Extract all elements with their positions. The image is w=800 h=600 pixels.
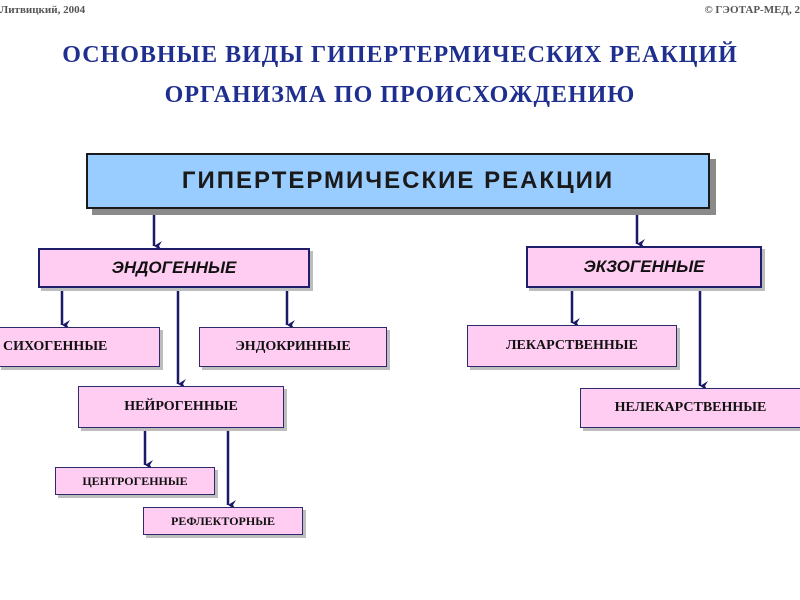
author-note: Литвицкий, 2004	[0, 4, 86, 16]
node-nonmedicinal: НЕЛЕКАРСТВЕННЫЕ	[580, 388, 800, 428]
node-psychogenic: СИХОГЕННЫЕ	[0, 327, 160, 367]
slide-title-line-2: ОРГАНИЗМА ПО ПРОИСХОЖДЕНИЮ	[164, 82, 636, 108]
node-medicinal: ЛЕКАРСТВЕННЫЕ	[467, 325, 677, 367]
slide-title-line-1: ОСНОВНЫЕ ВИДЫ ГИПЕРТЕРМИЧЕСКИХ РЕАКЦИЙ	[62, 42, 738, 68]
node-reflex: РЕФЛЕКТОРНЫЕ	[143, 507, 303, 535]
node-exogenous: ЭКЗОГЕННЫЕ	[526, 246, 762, 288]
copyright-note: © ГЭОТАР-МЕД, 2	[704, 4, 800, 16]
node-endogenous: ЭНДОГЕННЫЕ	[38, 248, 310, 288]
node-centrogenic: ЦЕНТРОГЕННЫЕ	[55, 467, 215, 495]
root-node-hyperthermic-reactions: ГИПЕРТЕРМИЧЕСКИЕ РЕАКЦИИ	[86, 153, 710, 209]
node-neurogenic: НЕЙРОГЕННЫЕ	[78, 386, 284, 428]
node-endocrine: ЭНДОКРИННЫЕ	[199, 327, 387, 367]
